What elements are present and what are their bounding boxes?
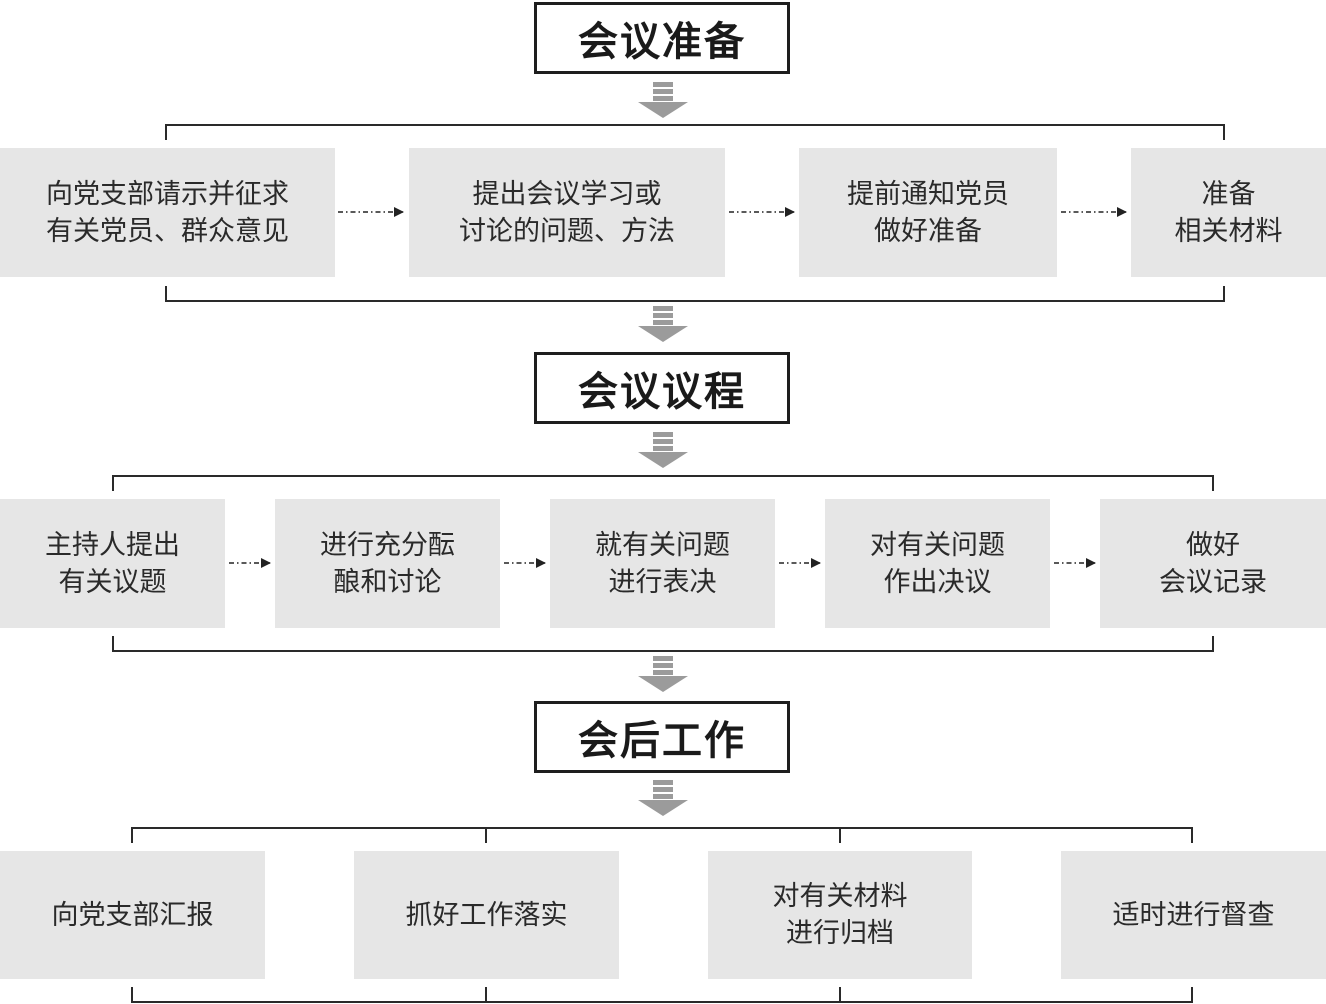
bottom-bracket	[131, 987, 1193, 1003]
top-bracket	[112, 475, 1214, 491]
bottom-bracket	[112, 636, 1214, 652]
step-box: 准备 相关材料	[1131, 148, 1326, 277]
bottom-bracket	[165, 286, 1225, 302]
step-box: 就有关问题 进行表决	[550, 499, 775, 628]
down-arrow-icon	[638, 82, 688, 118]
stage-title-agenda: 会议议程	[534, 352, 790, 424]
step-box: 提前通知党员 做好准备	[799, 148, 1057, 277]
top-bracket	[131, 827, 1193, 843]
stage-title-preparation: 会议准备	[534, 2, 790, 74]
step-box: 对有关问题 作出决议	[825, 499, 1050, 628]
step-box: 向党支部汇报	[0, 851, 265, 979]
step-box: 进行充分酝 酿和讨论	[275, 499, 500, 628]
down-arrow-icon	[638, 656, 688, 692]
step-box: 向党支部请示并征求 有关党员、群众意见	[0, 148, 335, 277]
stage-title-follow-up: 会后工作	[534, 701, 790, 773]
step-box: 主持人提出 有关议题	[0, 499, 225, 628]
step-box: 做好 会议记录	[1100, 499, 1326, 628]
top-bracket	[165, 124, 1225, 140]
down-arrow-icon	[638, 306, 688, 342]
step-box: 对有关材料 进行归档	[708, 851, 972, 979]
step-box: 抓好工作落实	[354, 851, 619, 979]
step-box: 适时进行督查	[1061, 851, 1326, 979]
down-arrow-icon	[638, 432, 688, 468]
down-arrow-icon	[638, 780, 688, 816]
step-box: 提出会议学习或 讨论的问题、方法	[409, 148, 725, 277]
